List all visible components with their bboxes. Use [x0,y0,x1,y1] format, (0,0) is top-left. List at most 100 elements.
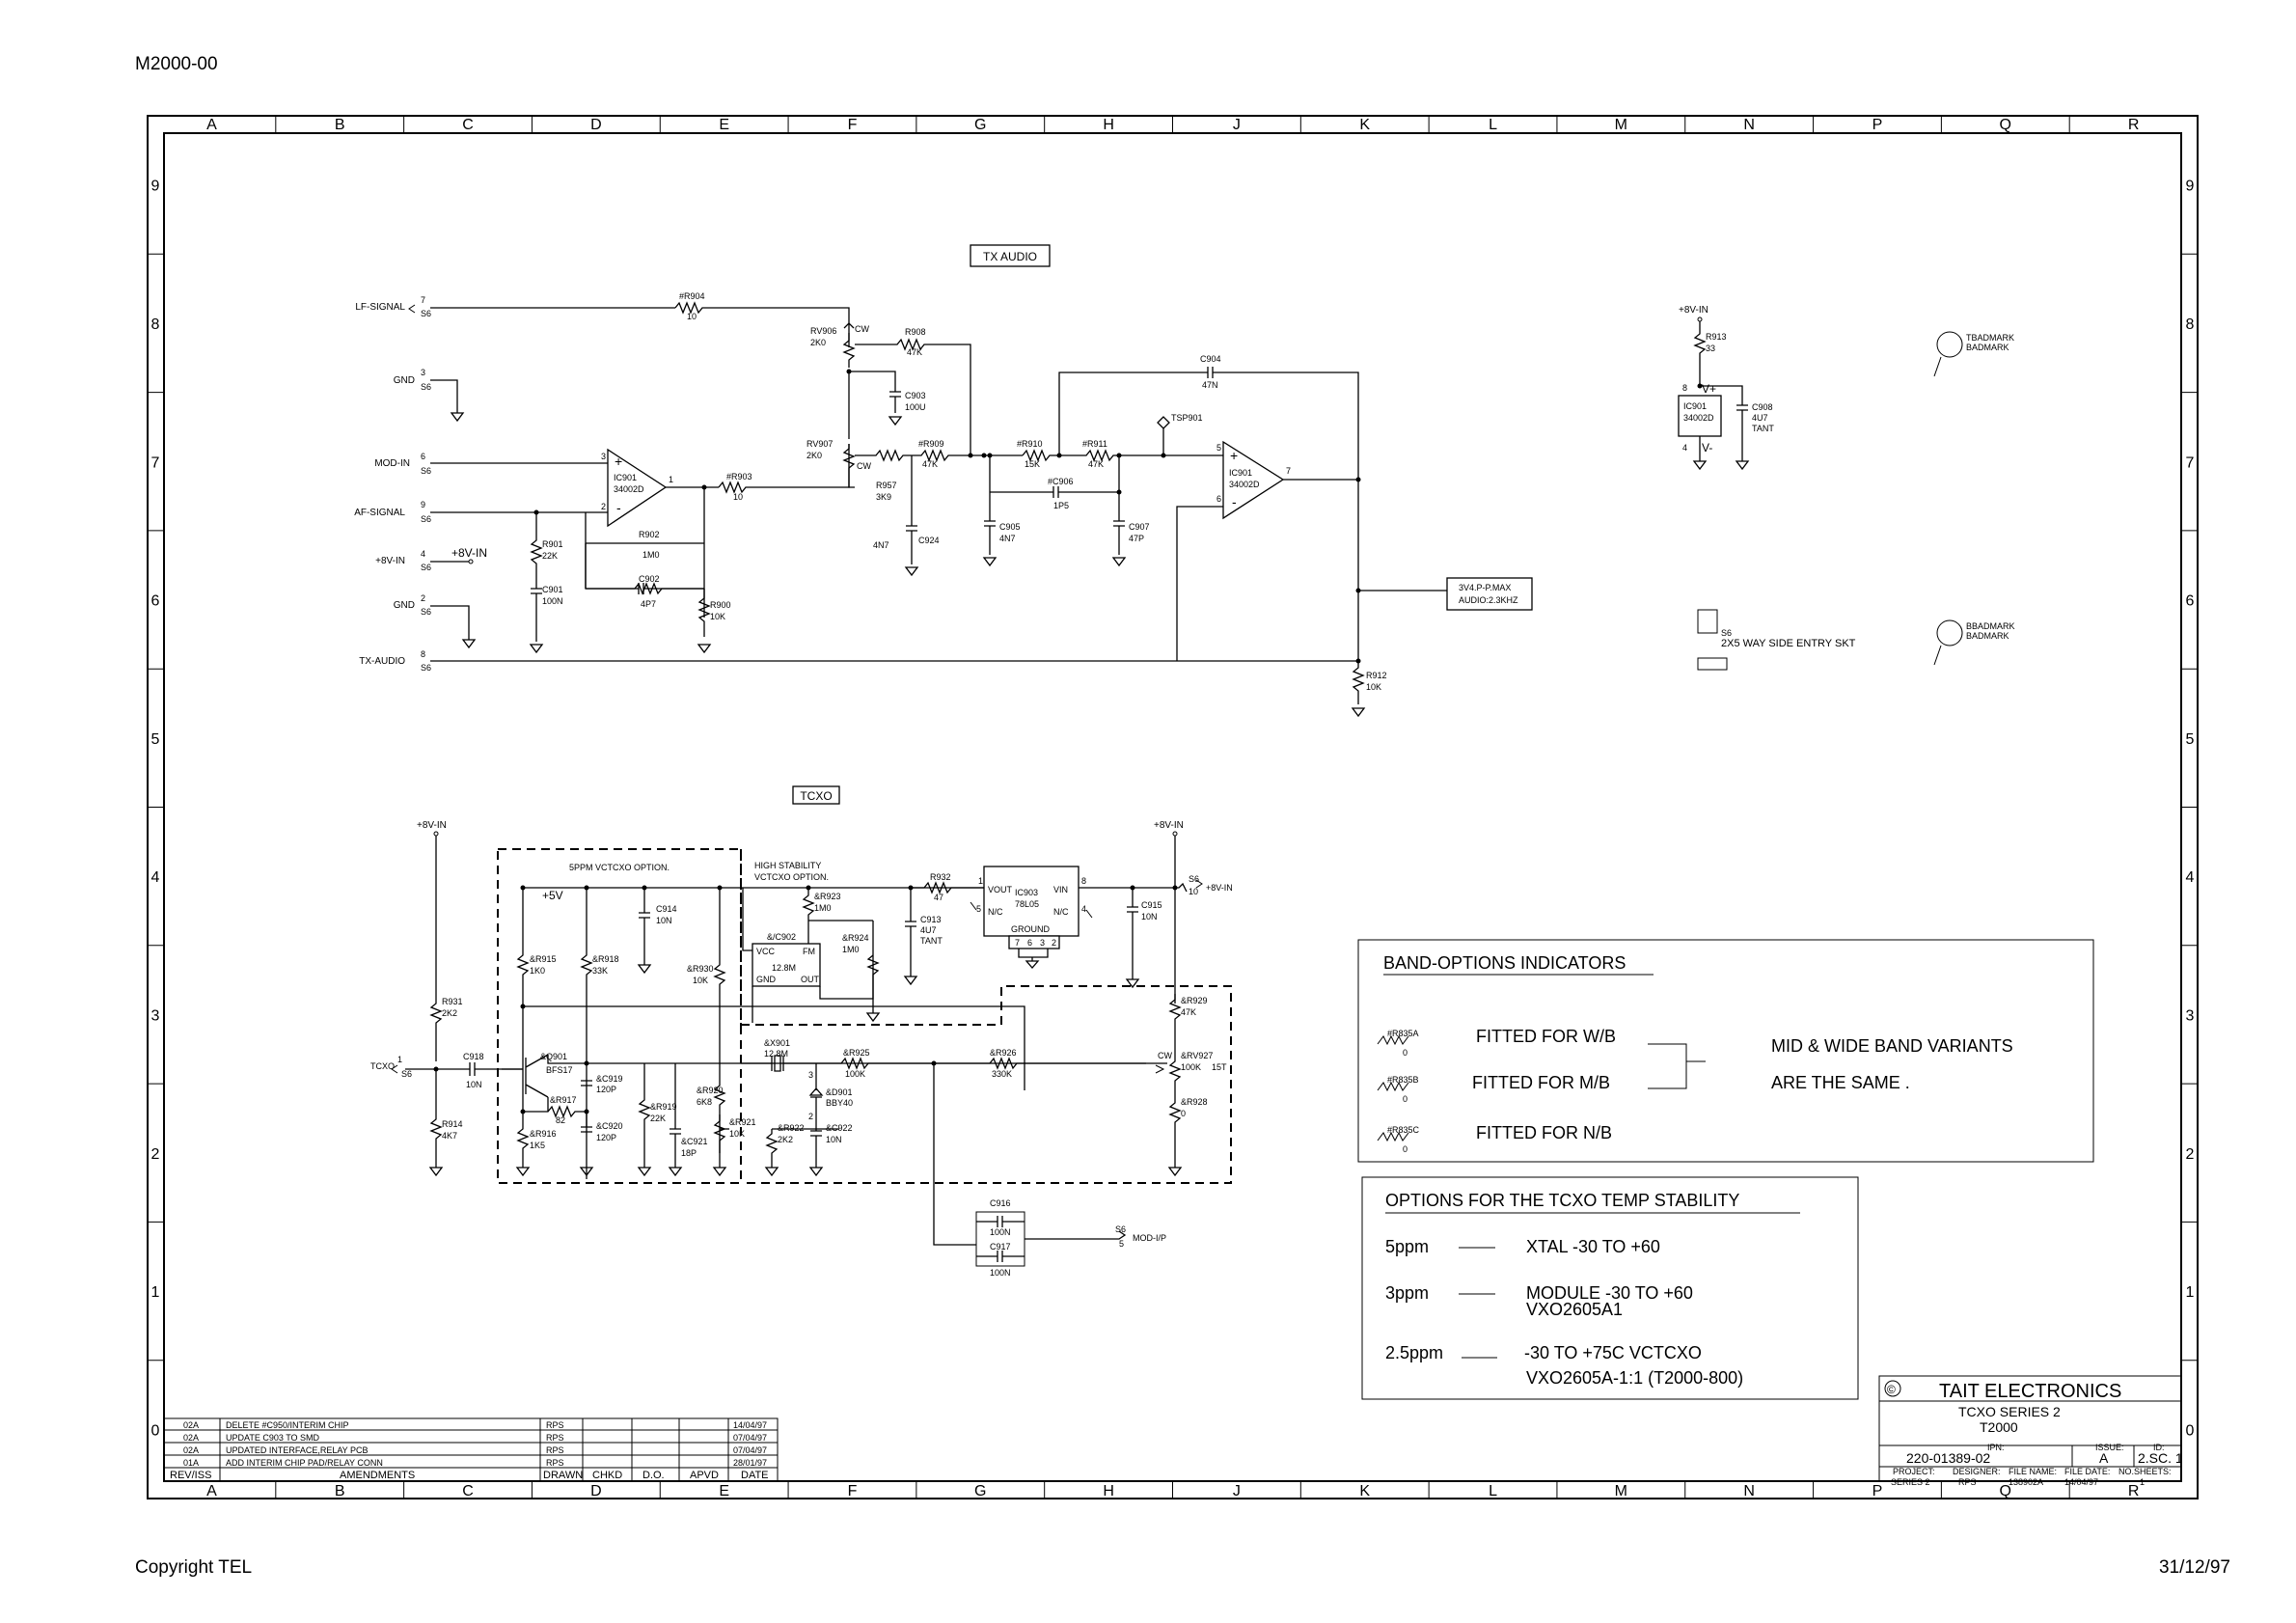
c914-ref: C914 [656,904,677,914]
amend-drawn: RPS [546,1433,564,1443]
svg-text:3: 3 [601,452,606,461]
band-options-panel: BAND-OPTIONS INDICATORS #R835A 0 FITTED … [1357,939,2094,1163]
grid-col-label: R [2128,117,2140,133]
svg-text:5: 5 [1216,443,1221,453]
r918-ref: &R918 [592,954,619,964]
tx-audio-spec-box [1446,577,1533,611]
grid-col-label: H [1103,1483,1114,1499]
rv907-ref: RV907 [806,439,833,449]
svg-text:+: + [615,454,622,469]
reg-nc1: N/C [988,907,1003,917]
c918-ref: C918 [463,1052,484,1061]
r919-ref: &R919 [650,1102,677,1112]
c902-value: 4P7 [641,599,656,609]
r908-value: 47K [907,347,922,357]
c922-ref: &C922 [826,1123,853,1133]
vctcxo-module [752,943,821,987]
tb-project: SERIES 2 [1891,1477,1930,1487]
r908-ref: R908 [905,327,926,337]
reg-pin5: 5 [976,904,981,914]
band-ref-b: #R835B [1387,1075,1419,1085]
grid-col-label: C [462,117,474,133]
tcxo-section: TCXO 5PPM VCTCXO OPTION. HIGH STABILITY … [370,785,1233,1278]
amend-h-amend: AMENDMENTS [340,1470,415,1481]
amend-rev: 02A [183,1420,199,1430]
grid-row-label: 4 [2186,869,2195,886]
grid-row-label: 3 [151,1007,160,1024]
svg-text:7: 7 [1286,466,1291,476]
c919-ref: &C919 [596,1074,623,1084]
r922-ref: &R922 [778,1123,805,1133]
band-row-nb: #R835C 0 FITTED FOR N/B [1377,1123,1612,1154]
reg-value: 78L05 [1015,899,1039,909]
tb-id-header: ID: [2153,1443,2165,1452]
c915-value: 10N [1141,912,1158,922]
grid-row-label: 5 [2186,731,2195,748]
tx-audio-label: TX AUDIO [983,250,1037,263]
reg-nc2: N/C [1053,907,1069,917]
r928-ref: &R928 [1181,1097,1208,1107]
grid-row-label: 6 [2186,593,2195,610]
copyright-symbol: © [1887,1383,1896,1396]
badmark-icon [1936,619,1963,646]
r903-value: 10 [733,492,743,502]
module-freq: 12.8M [772,963,796,973]
x901-ref: &X901 [764,1038,790,1048]
r912-value: 10K [1366,682,1381,692]
grid-row-label: 1 [2186,1284,2195,1301]
tcxo-label-box [792,785,840,805]
band-options-title: BAND-OPTIONS INDICATORS [1383,953,1626,973]
socket-s6: S6 [1721,628,1732,638]
grid-row-label: 4 [151,869,160,886]
r924-value: 1M0 [842,945,860,954]
varicap-d901 [808,1063,824,1129]
temp-line-3b: VXO2605A-1:1 (T2000-800) [1526,1368,1743,1388]
amend-h-chkd: CHKD [592,1470,622,1481]
grid-col-label: P [1872,117,1883,133]
r932-ref: R932 [930,872,951,882]
v8in-s6: S6 [421,563,431,572]
module-fm: FM [803,947,815,956]
band-val-a: 0 [1403,1048,1408,1058]
grid-col-label: N [1743,1483,1755,1499]
tb-sheets: 1 [2140,1477,2145,1487]
c922-value: 10N [826,1135,842,1144]
tb-filename: 138902A [2009,1477,2043,1487]
amend-date: 07/04/97 [733,1445,767,1455]
v8in-pin: 4 [421,549,425,559]
grid-col-label: M [1615,117,1627,133]
grid-col-label: A [206,1483,217,1499]
grid-col-label: E [719,1483,729,1499]
mod-output-label: MOD-I/P [1133,1233,1166,1243]
c908-value: 4U7 [1752,413,1768,423]
reg-pin1: 1 [978,876,983,886]
top-badmark-1: TBADMARK [1966,333,2014,343]
c907-ref: C907 [1129,522,1150,532]
tb-h-project: PROJECT: [1893,1467,1935,1476]
temp-line-3a: -30 TO +75C VCTCXO [1524,1343,1702,1362]
c914-value: 10N [656,916,672,925]
band-val-c: 0 [1403,1144,1408,1154]
r931-ref: R931 [442,997,463,1006]
vctcxo-5ppm-box [497,848,742,1184]
opamp-ic901b [1222,440,1285,520]
temp-line-1a: XTAL -30 TO +60 [1526,1237,1660,1256]
spec-line-1: 3V4.P-P.MAX [1459,583,1511,592]
pwr-pin4: 4 [1682,443,1687,453]
c904-value: 47N [1202,380,1218,390]
grid-row-label: 5 [151,731,160,748]
r902-value: 1M0 [642,550,660,560]
r929-value: 47K [1181,1007,1196,1017]
r928-value: 0 [1181,1109,1186,1118]
rv927-value: 100K [1181,1062,1201,1072]
q901-ref: &Q901 [540,1052,567,1061]
amend-drawn: RPS [546,1458,564,1468]
mod-in-label: MOD-IN [374,458,410,469]
q901-value: BFS17 [546,1065,573,1075]
amend-date: 14/04/97 [733,1420,767,1430]
x901-value: 12.8M [764,1049,788,1059]
grid-col-label: J [1233,117,1241,133]
grid-row-label: 1 [151,1284,160,1301]
tcxo-v8-right: +8V-IN [1154,820,1184,831]
gnd2-label: GND [394,600,415,611]
